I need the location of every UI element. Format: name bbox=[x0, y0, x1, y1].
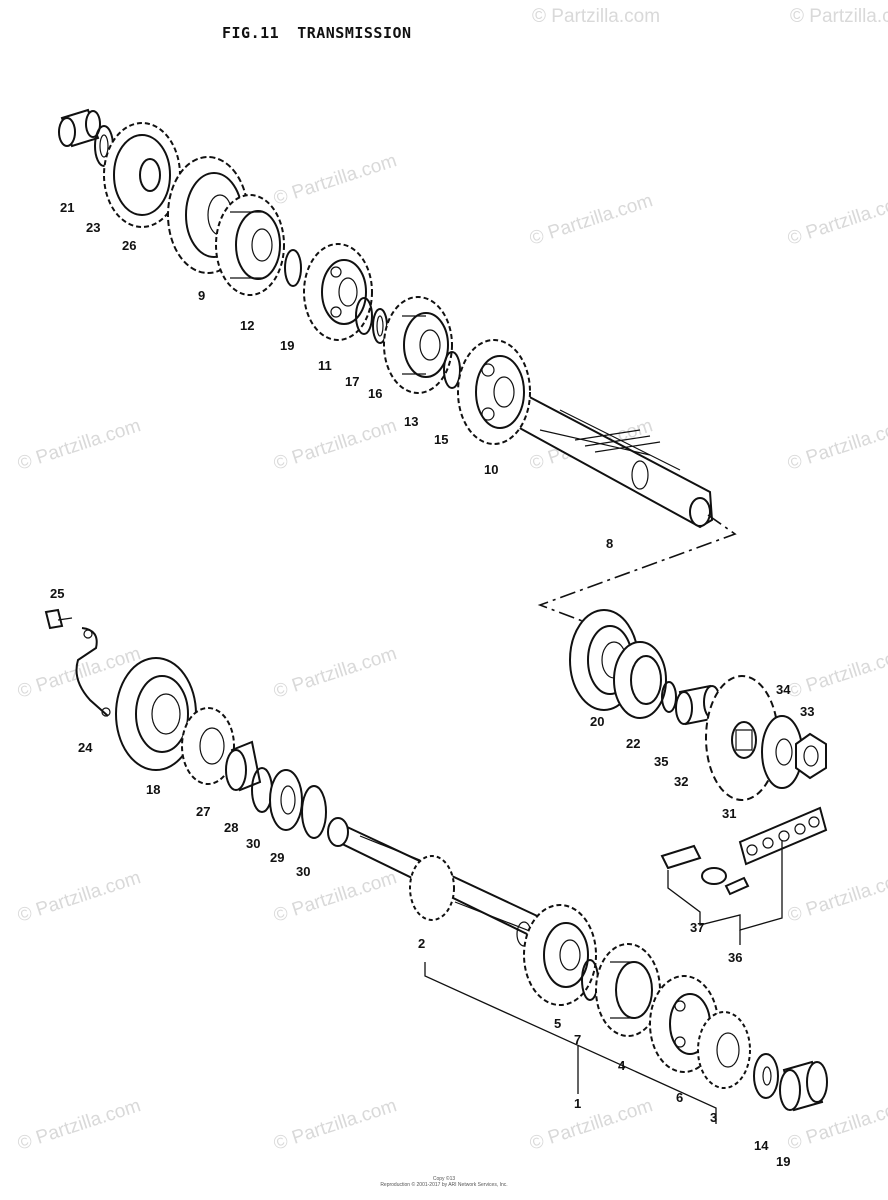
callout-4: 4 bbox=[618, 1058, 626, 1073]
callout-30: 30 bbox=[296, 864, 310, 879]
bushing-21 bbox=[58, 108, 101, 148]
callout-26: 26 bbox=[122, 238, 136, 253]
callout-22: 22 bbox=[626, 736, 640, 751]
callout-21: 21 bbox=[60, 200, 74, 215]
callout-19: 19 bbox=[776, 1154, 790, 1169]
assembly-path-line bbox=[537, 514, 737, 623]
footer-line-2: Reproduction © 2001-2017 by ARI Network … bbox=[380, 1182, 508, 1188]
callout-13: 13 bbox=[404, 414, 418, 429]
bolt-25 bbox=[44, 608, 73, 630]
callout-32: 32 bbox=[674, 774, 688, 789]
gear-5 bbox=[523, 904, 597, 1006]
oil-seal-22 bbox=[613, 641, 667, 719]
watermark: © Partzilla.com bbox=[527, 190, 655, 250]
callout-28: 28 bbox=[224, 820, 238, 835]
callout-30: 30 bbox=[246, 836, 260, 851]
callout-8: 8 bbox=[606, 536, 613, 551]
callout-7: 7 bbox=[574, 1032, 581, 1047]
callout-16: 16 bbox=[368, 386, 382, 401]
watermark: © Partzilla.com bbox=[532, 6, 660, 27]
callout-34: 34 bbox=[776, 682, 791, 697]
callout-36: 36 bbox=[728, 950, 742, 965]
washer-14 bbox=[753, 1053, 779, 1099]
watermark: © Partzilla.com bbox=[271, 867, 399, 927]
watermark: © Partzilla.com bbox=[785, 643, 888, 703]
callout-5: 5 bbox=[554, 1016, 561, 1031]
watermark: © Partzilla.com bbox=[15, 1095, 143, 1155]
figure-caption: TRANSMISSION bbox=[297, 24, 412, 42]
callout-15: 15 bbox=[434, 432, 448, 447]
callout-2: 2 bbox=[418, 936, 425, 951]
watermark: © Partzilla.com bbox=[790, 6, 888, 27]
callout-19: 19 bbox=[280, 338, 294, 353]
watermark: © Partzilla.com bbox=[785, 867, 888, 927]
gear-27 bbox=[181, 707, 235, 785]
mainshaft-assembly bbox=[44, 608, 828, 1112]
watermark: © Partzilla.com bbox=[271, 1095, 399, 1155]
circlip-19a bbox=[284, 249, 302, 287]
callout-11: 11 bbox=[318, 358, 332, 373]
circlip-30a bbox=[251, 767, 273, 813]
copyright-footer: Copy ©13 Reproduction © 2001-2017 by ARI… bbox=[0, 1176, 888, 1188]
callout-12: 12 bbox=[240, 318, 254, 333]
lock-washer-34 bbox=[761, 715, 803, 789]
washer-29 bbox=[269, 769, 303, 831]
callout-18: 18 bbox=[146, 782, 160, 797]
watermark: © Partzilla.com bbox=[271, 150, 399, 210]
mainshaft-2 bbox=[327, 817, 582, 956]
watermark: © Partzilla.com bbox=[785, 190, 888, 250]
gear-10 bbox=[457, 339, 531, 445]
drive-chain-36 bbox=[660, 806, 828, 896]
watermark: © Partzilla.com bbox=[527, 1095, 655, 1155]
bushing-19b bbox=[779, 1060, 828, 1112]
gear-11 bbox=[303, 243, 373, 341]
gear-3 bbox=[697, 1011, 751, 1089]
ring-17 bbox=[355, 297, 373, 335]
bracket-37-36 bbox=[667, 840, 783, 931]
callout-24: 24 bbox=[78, 740, 93, 755]
watermark: © Partzilla.com bbox=[785, 415, 888, 475]
callout-labels: 21 23 26 9 12 19 11 17 16 13 15 10 8 25 … bbox=[50, 200, 814, 1169]
callout-25: 25 bbox=[50, 586, 64, 601]
callout-29: 29 bbox=[270, 850, 284, 865]
bracket-1 bbox=[424, 962, 717, 1124]
figure-number: FIG.11 bbox=[222, 24, 280, 42]
chain-joint-37 bbox=[660, 844, 750, 896]
callout-6: 6 bbox=[676, 1090, 683, 1105]
watermark: © Partzilla.com bbox=[271, 643, 399, 703]
gear-13 bbox=[383, 296, 453, 394]
callout-10: 10 bbox=[484, 462, 498, 477]
watermark: © Partzilla.com bbox=[15, 415, 143, 475]
figure-title: FIG.11 TRANSMISSION bbox=[222, 24, 430, 42]
callout-31: 31 bbox=[722, 806, 736, 821]
callout-1: 1 bbox=[574, 1096, 581, 1111]
callout-14: 14 bbox=[754, 1138, 769, 1153]
output-sprocket-assembly bbox=[569, 609, 827, 801]
gear-4 bbox=[595, 943, 661, 1037]
callout-3: 3 bbox=[710, 1110, 717, 1125]
callout-35: 35 bbox=[654, 754, 668, 769]
watermark: © Partzilla.com bbox=[271, 415, 399, 475]
callout-9: 9 bbox=[198, 288, 205, 303]
gear-12 bbox=[215, 194, 285, 296]
footer-line-1: Copy ©13 bbox=[432, 1176, 456, 1182]
circlip-30b bbox=[301, 785, 327, 839]
callout-37: 37 bbox=[690, 920, 704, 935]
callout-33: 33 bbox=[800, 704, 814, 719]
circlip-15 bbox=[443, 351, 461, 389]
nut-33 bbox=[795, 732, 827, 780]
o-ring-35 bbox=[661, 681, 677, 713]
bearing-stopper-24 bbox=[75, 627, 111, 717]
callout-20: 20 bbox=[590, 714, 604, 729]
watermark: © Partzilla.com bbox=[15, 867, 143, 927]
callout-17: 17 bbox=[345, 374, 359, 389]
callout-23: 23 bbox=[86, 220, 100, 235]
countershaft-assembly bbox=[58, 108, 714, 529]
callout-27: 27 bbox=[196, 804, 210, 819]
